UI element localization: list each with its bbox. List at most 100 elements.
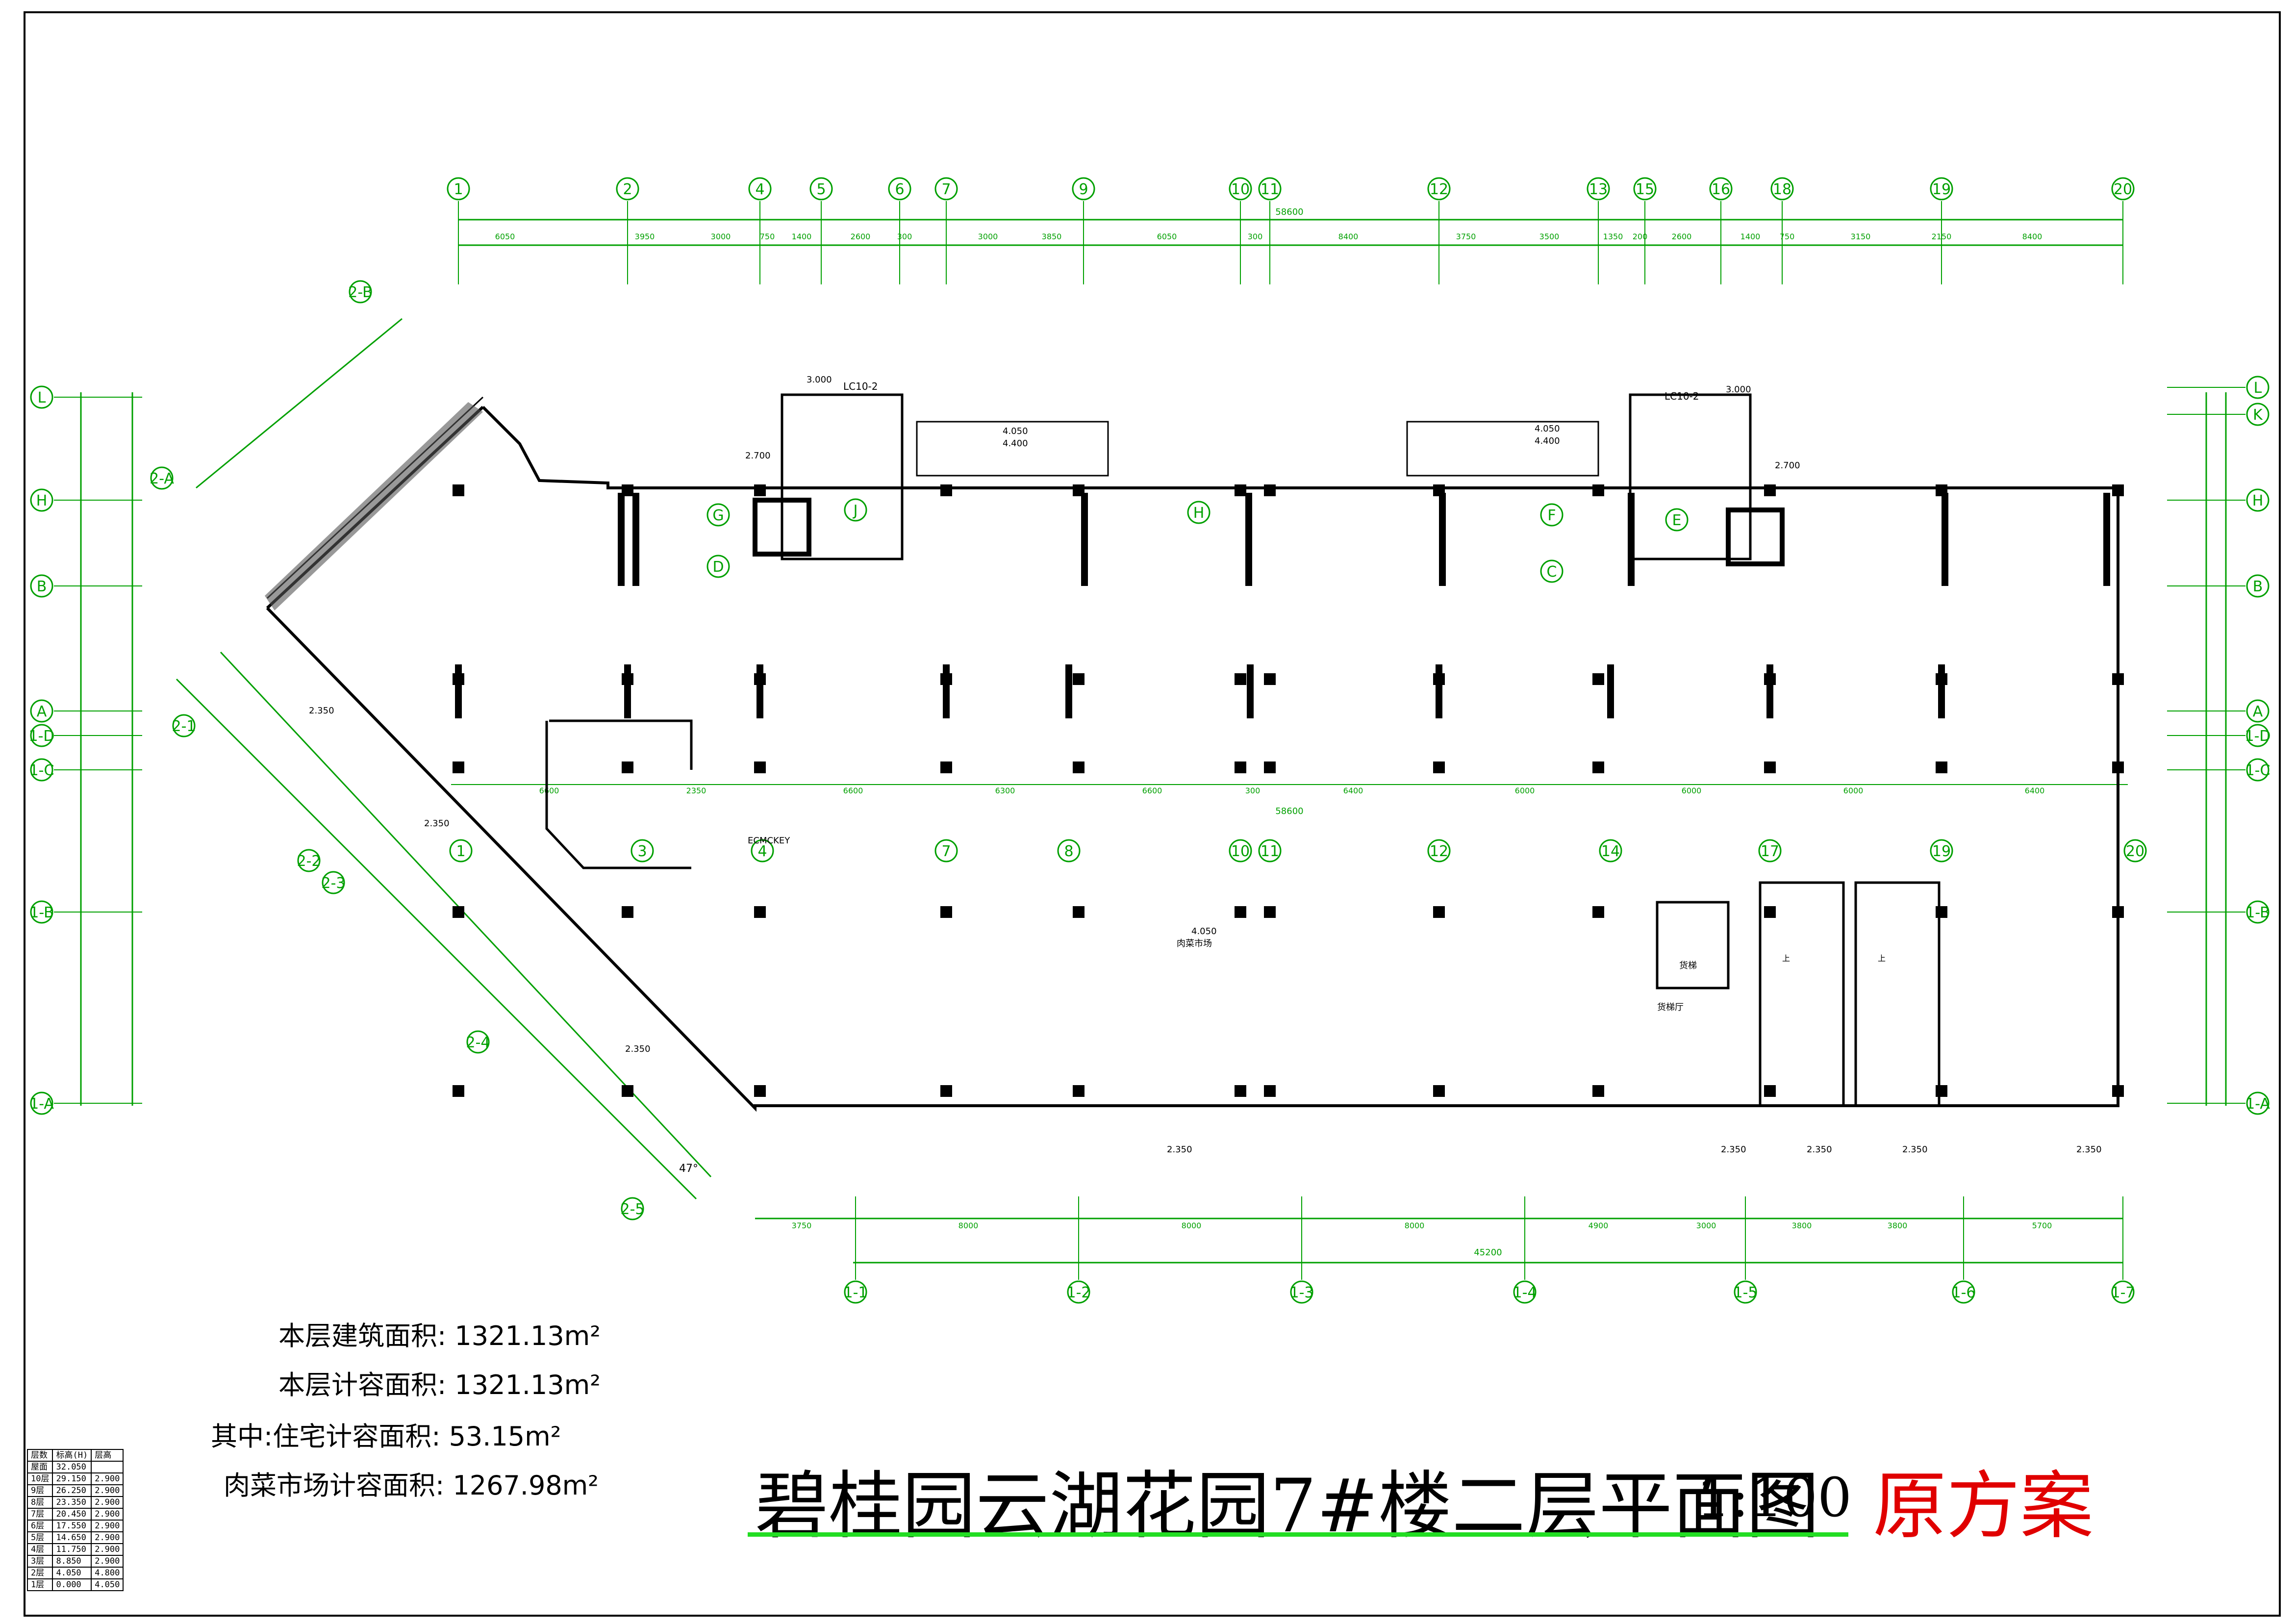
dimension-label: 3800 — [1792, 1221, 1812, 1230]
grid-axis-bubble: 1-C — [2245, 758, 2270, 782]
room-label: 货梯 — [1679, 961, 1697, 971]
svg-text:10: 10 — [1231, 181, 1250, 198]
area-line: 其中:住宅计容面积: 53.15m² — [211, 1421, 561, 1452]
grid-axis-bubble: 5 — [809, 177, 833, 201]
grid-axis-bubble: A — [30, 699, 53, 723]
grid-axis-bubble: 7 — [934, 839, 958, 863]
svg-text:2-4: 2-4 — [466, 1034, 490, 1051]
dimension-label: 3750 — [792, 1221, 812, 1230]
scheme-label: 原方案 — [1873, 1464, 2094, 1549]
stair-core-right — [1406, 393, 1785, 566]
svg-text:2-5: 2-5 — [621, 1201, 645, 1218]
svg-text:16: 16 — [1712, 181, 1730, 198]
area-line: 本层建筑面积: 1321.13m² — [278, 1320, 601, 1351]
stair-core-bottom — [1656, 881, 1941, 1107]
area-line: 本层计容面积: 1321.13m² — [278, 1370, 601, 1400]
grid-axis-bubble: 1-6 — [1952, 1280, 1976, 1304]
area-line: 肉菜市场计容面积: 1267.98m² — [224, 1470, 599, 1501]
bottom-dimension-chain — [755, 1218, 2123, 1264]
elevation-label: 2.350 — [1167, 1144, 1192, 1155]
svg-text:E: E — [1672, 512, 1682, 529]
grid-axis-bubble: 12 — [1427, 177, 1451, 201]
grid-axis-bubble: 11 — [1258, 177, 1282, 201]
diagonal-dimension-chain — [176, 318, 712, 1200]
svg-text:12: 12 — [1430, 843, 1448, 860]
core-axis-bubble: E — [1665, 508, 1689, 532]
svg-text:13: 13 — [1589, 181, 1608, 198]
svg-text:1-5: 1-5 — [1734, 1284, 1758, 1301]
svg-text:J: J — [853, 502, 858, 519]
grid-axis-bubble: 17 — [1758, 839, 1782, 863]
svg-text:1-A: 1-A — [29, 1095, 54, 1113]
grid-axis-bubble: B — [2246, 574, 2270, 598]
svg-text:B: B — [37, 578, 47, 595]
grid-axis-bubble: 1-B — [29, 900, 54, 924]
grid-axis-bubble: 1-1 — [844, 1280, 868, 1304]
core-axis-bubble: G — [706, 503, 730, 527]
grid-axis-bubble: 18 — [1770, 177, 1794, 201]
svg-text:10: 10 — [1231, 843, 1250, 860]
grid-axis-bubble: 1-A — [29, 1091, 54, 1115]
dimension-label: 6000 — [1515, 786, 1535, 795]
svg-text:20: 20 — [2126, 843, 2144, 860]
stair-core-west — [545, 719, 693, 869]
title-underline — [748, 1532, 1848, 1537]
svg-text:A: A — [37, 703, 47, 720]
grid-axis-bubble: 1-7 — [2111, 1280, 2135, 1304]
dimension-label: 300 — [1248, 232, 1263, 241]
svg-text:2: 2 — [623, 181, 632, 198]
svg-text:9: 9 — [1079, 181, 1088, 198]
dimension-label: 1400 — [792, 232, 812, 241]
grid-axis-bubble: 9 — [1072, 177, 1095, 201]
right-dimension-chain — [2205, 392, 2227, 1106]
svg-text:17: 17 — [1761, 843, 1779, 860]
grid-axis-bubble: 14 — [1599, 839, 1622, 863]
stair-code-label: LC10-2 — [1665, 390, 1699, 402]
dimension-label: 8400 — [1338, 232, 1359, 241]
grid-axis-bubble: 19 — [1930, 177, 1953, 201]
grid-axis-bubble: 1-5 — [1734, 1280, 1758, 1304]
room-label: 货梯厅 — [1657, 1002, 1684, 1013]
grid-axis-bubble: 7 — [934, 177, 958, 201]
dimension-label: 6600 — [1142, 786, 1162, 795]
elevation-label: 2.700 — [745, 451, 771, 461]
dimension-label: 8400 — [2022, 232, 2043, 241]
vendor-label: ECMCKEY — [748, 836, 790, 846]
dimension-label: 6400 — [1343, 786, 1363, 795]
grid-axis-bubble: 15 — [1633, 177, 1657, 201]
elevation-label: 2.350 — [2076, 1144, 2102, 1155]
svg-text:14: 14 — [1601, 843, 1620, 860]
elevation-label: 2.350 — [1721, 1144, 1746, 1155]
grid-axis-bubble: 2-4 — [466, 1030, 490, 1054]
dimension-label: 8000 — [958, 1221, 979, 1230]
dimension-label: 2150 — [1932, 232, 1952, 241]
stair-up-label: 上 — [1878, 954, 1886, 963]
grid-axis-bubble: 13 — [1587, 177, 1610, 201]
core-axis-bubble: D — [706, 555, 730, 578]
svg-text:12: 12 — [1430, 181, 1448, 198]
dimension-label: 4900 — [1589, 1221, 1609, 1230]
svg-text:G: G — [712, 507, 724, 524]
svg-text:1-3: 1-3 — [1290, 1284, 1314, 1301]
svg-text:H: H — [1193, 505, 1205, 522]
elevation-label: 2.350 — [1807, 1144, 1832, 1155]
stair-code-label: LC10-2 — [843, 381, 878, 392]
grid-axis-bubble: 1 — [449, 839, 473, 863]
dimension-label: 750 — [760, 232, 775, 241]
dimension-label: 300 — [1245, 786, 1261, 795]
dimension-label: 3150 — [1851, 232, 1871, 241]
dimension-label: 6300 — [995, 786, 1015, 795]
elevation-label: 2.350 — [424, 818, 450, 829]
core-axis-bubble: H — [1187, 501, 1211, 524]
svg-text:1-B: 1-B — [2245, 904, 2270, 921]
stair-core-left — [753, 393, 1109, 560]
svg-text:7: 7 — [941, 181, 951, 198]
grid-axis-bubble: 10 — [1229, 839, 1252, 863]
svg-text:19: 19 — [1932, 843, 1951, 860]
grid-axis-bubble: 11 — [1258, 839, 1282, 863]
